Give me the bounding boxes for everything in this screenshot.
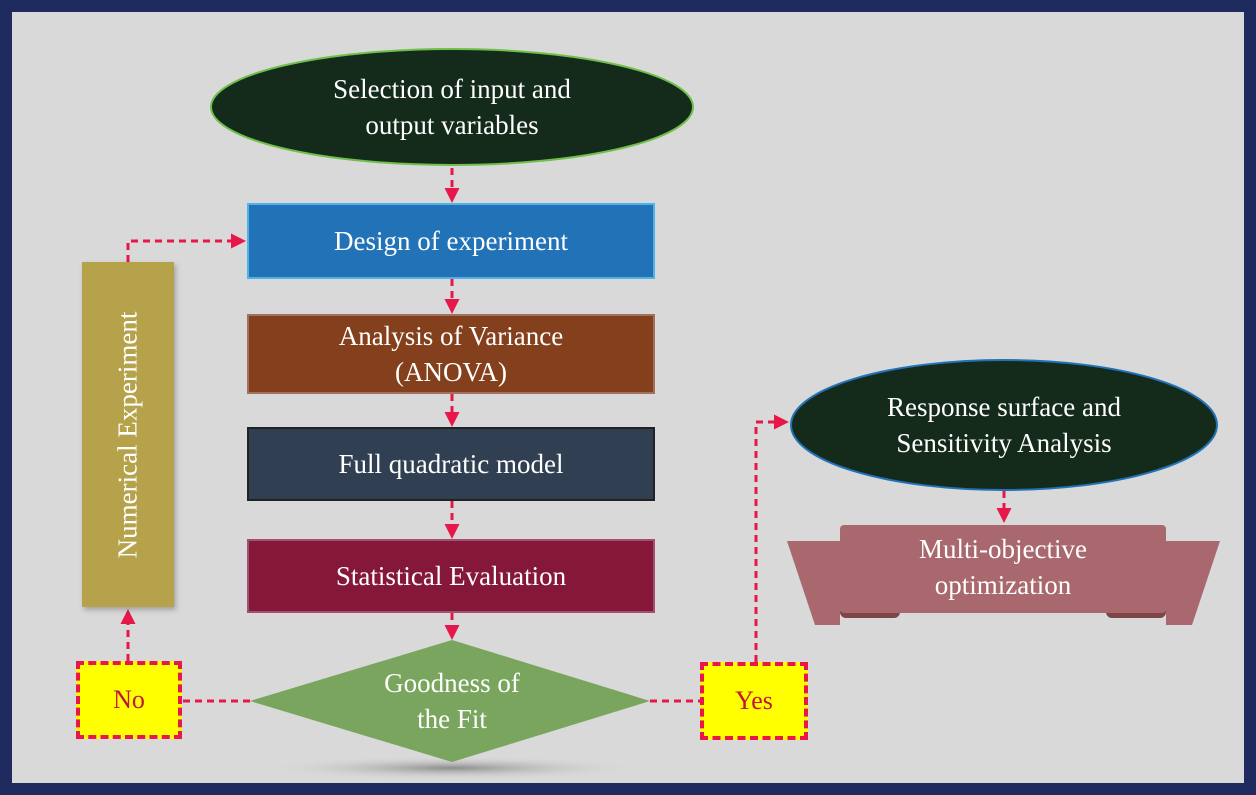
response-label: Response surface and Sensitivity Analysi… xyxy=(887,392,1121,458)
start-ellipse xyxy=(210,48,694,166)
goodness-label: Goodness of the Fit xyxy=(384,668,520,734)
quadratic-label: Full quadratic model xyxy=(338,449,564,479)
arrow-numerical-to-design xyxy=(126,233,246,262)
optimization-label: Multi-objective optimization xyxy=(919,534,1087,600)
anova-box xyxy=(247,314,655,394)
yes-tag: Yes xyxy=(700,662,808,740)
arrow-yes-to-response xyxy=(754,414,789,662)
no-tag: No xyxy=(76,661,182,739)
statistical-label: Statistical Evaluation xyxy=(335,561,567,591)
design-label: Design of experiment xyxy=(334,226,568,256)
statistical-box xyxy=(247,539,655,613)
start-label: Selection of input and output variables xyxy=(333,74,571,140)
numerical-experiment-label: Numerical Experiment xyxy=(112,311,143,558)
response-ellipse xyxy=(790,359,1218,491)
diamond-shadow xyxy=(262,756,642,780)
goodness-diamond xyxy=(250,640,650,762)
design-box xyxy=(247,203,655,279)
quadratic-box xyxy=(247,427,655,501)
anova-label: Analysis of Variance (ANOVA) xyxy=(338,321,564,387)
numerical-experiment-box: Numerical Experiment xyxy=(82,262,174,607)
optimization-ribbon xyxy=(787,525,1220,625)
